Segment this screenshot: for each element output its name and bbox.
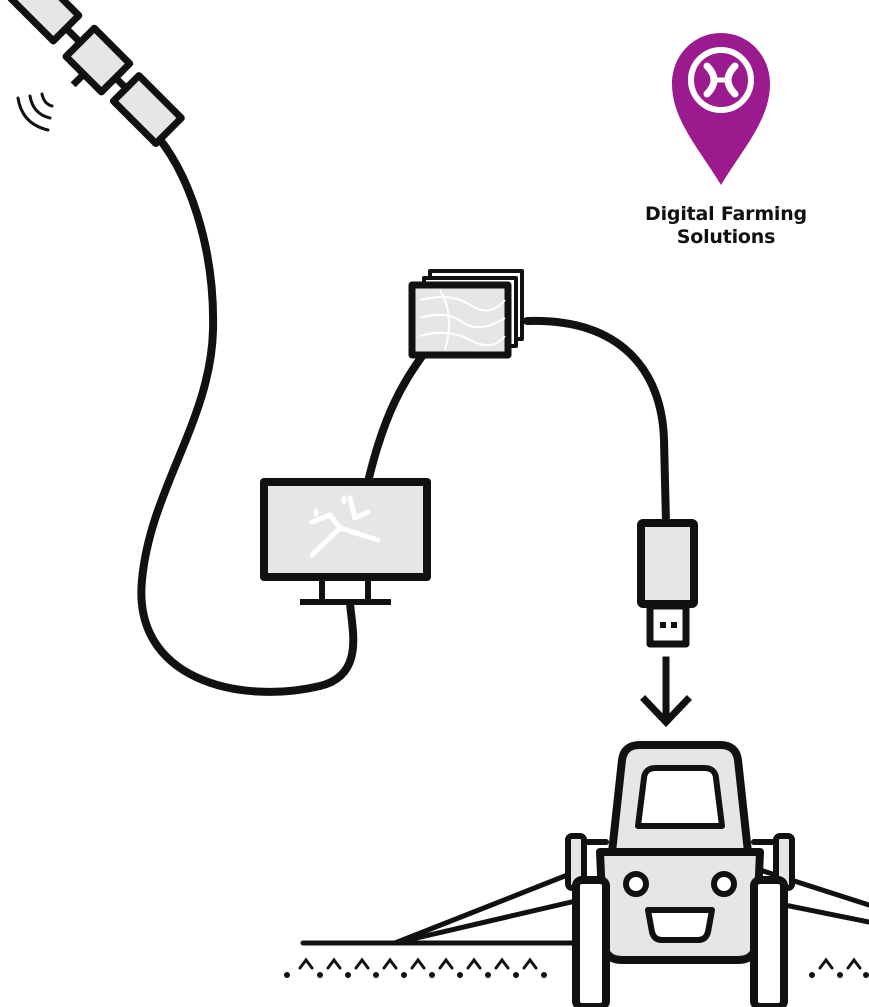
brand-name-line1: Digital Farming: [606, 203, 846, 226]
brand-name-line2: Solutions: [606, 226, 846, 249]
signal-waves-icon: [18, 94, 52, 130]
usb-stick-icon: [641, 523, 694, 644]
cable-monitor-to-maps: [368, 352, 425, 482]
map-pin-x-logo: [672, 33, 770, 185]
field-map-stack-icon: [412, 271, 522, 355]
cable-satellite-to-monitor: [141, 128, 353, 692]
arrow-down-icon: [645, 660, 687, 722]
tractor-sprayer-icon: [303, 745, 869, 1007]
satellite-icon: [0, 0, 183, 156]
cable-maps-to-usb: [527, 321, 666, 523]
brand-name: Digital Farming Solutions: [606, 203, 846, 249]
monitor-icon: [264, 482, 427, 602]
